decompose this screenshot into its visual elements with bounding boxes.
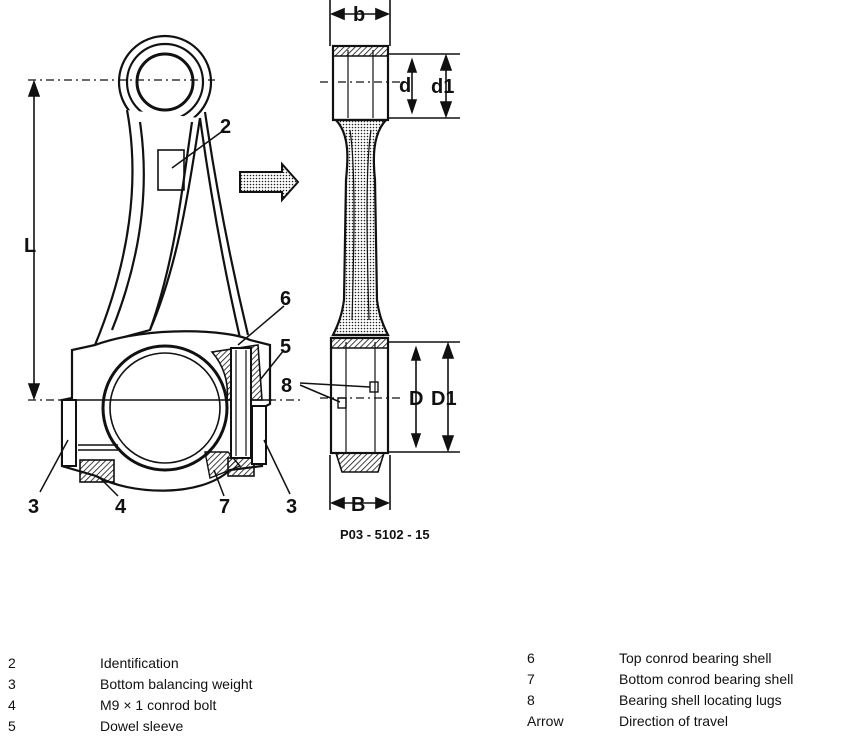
- legend-item: 7 Bottom conrod bearing shell: [527, 669, 857, 690]
- balancing-weight-right: [251, 405, 267, 465]
- shank-rib-right: [148, 121, 194, 331]
- shank-outline: [93, 109, 202, 347]
- callout-8: 8: [281, 375, 292, 397]
- dimension-b-top: [329, 0, 391, 46]
- side-center-lines: [320, 81, 400, 399]
- callout-4: 4: [115, 496, 127, 518]
- bolt-head-left: [79, 459, 115, 483]
- bearing-shell-ring: [109, 352, 221, 464]
- legend-key: 2: [8, 655, 16, 671]
- figure-code: P03 - 5102 - 15: [340, 527, 430, 542]
- legend-key: Arrow: [527, 713, 564, 729]
- dimension-L: [27, 79, 41, 401]
- legend-key: 3: [8, 676, 16, 692]
- shank-right-edge: [203, 111, 250, 336]
- right-arrow-icon: [239, 161, 300, 203]
- legend-text: Top conrod bearing shell: [619, 650, 772, 666]
- legend-text: Bottom balancing weight: [100, 676, 253, 692]
- side-big-end: [329, 336, 390, 455]
- callout-2: 2: [220, 116, 231, 138]
- conrod-side-view: [329, 44, 390, 473]
- big-end-bore: [101, 344, 229, 472]
- side-shank: [331, 118, 390, 337]
- legend-item: 3 Bottom balancing weight: [8, 674, 428, 695]
- callout-6: 6: [280, 288, 291, 310]
- dimension-label-d: d: [399, 75, 411, 97]
- dimension-B: [329, 455, 391, 510]
- legend-item: 2 Identification: [8, 653, 428, 674]
- dimension-label-B: B: [351, 494, 365, 516]
- dimension-D-D1: [388, 341, 460, 453]
- callout-3-right: 3: [286, 496, 297, 518]
- bolt-nut-right: [227, 457, 255, 477]
- dowel-sleeve: [230, 347, 252, 459]
- legend-text: Dowel sleeve: [100, 718, 184, 734]
- conrod-diagram: L 2 3 4 7 3 6 5: [24, 0, 460, 542]
- legend-key: 8: [527, 692, 535, 708]
- dimension-label-L: L: [24, 235, 36, 257]
- legend-key: 6: [527, 650, 535, 666]
- dimension-label-d1: d1: [431, 76, 454, 98]
- identification-mark: [157, 149, 185, 191]
- side-small-end: [331, 44, 390, 122]
- dimension-d-d1: [388, 53, 460, 119]
- conrod-front-view: [60, 34, 272, 492]
- legend-key: 5: [8, 718, 16, 734]
- legend-left: 2 Identification 3 Bottom balancing weig…: [8, 653, 428, 737]
- legend-key: 4: [8, 697, 16, 713]
- legend-key: 7: [527, 671, 535, 687]
- legend-item: 6 Top conrod bearing shell: [527, 648, 857, 669]
- shank-rib-left: [110, 121, 145, 331]
- dimension-label-D1: D1: [431, 388, 457, 410]
- callout-5: 5: [280, 336, 291, 358]
- callout-7: 7: [219, 496, 230, 518]
- legend-item: 5 Dowel sleeve: [8, 716, 428, 737]
- balancing-weight-left: [61, 399, 77, 467]
- small-end-bore: [135, 52, 195, 112]
- legend-text: Direction of travel: [619, 713, 728, 729]
- callout-leaders-front: [39, 129, 291, 497]
- center-lines: [28, 79, 300, 401]
- dimension-label-D: D: [409, 388, 423, 410]
- legend-text: Bottom conrod bearing shell: [619, 671, 794, 687]
- callout-3-left: 3: [28, 496, 39, 518]
- legend-text: Bearing shell locating lugs: [619, 692, 782, 708]
- legend-item: 4 M9 × 1 conrod bolt: [8, 695, 428, 716]
- legend-text: Identification: [100, 655, 179, 671]
- legend-text: M9 × 1 conrod bolt: [100, 697, 217, 713]
- legend-item: Arrow Direction of travel: [527, 711, 857, 732]
- dimension-label-b: b: [353, 4, 365, 26]
- callout-leader-8: [299, 382, 371, 403]
- legend-right: 6 Top conrod bearing shell 7 Bottom conr…: [527, 648, 857, 732]
- legend-item: 8 Bearing shell locating lugs: [527, 690, 857, 711]
